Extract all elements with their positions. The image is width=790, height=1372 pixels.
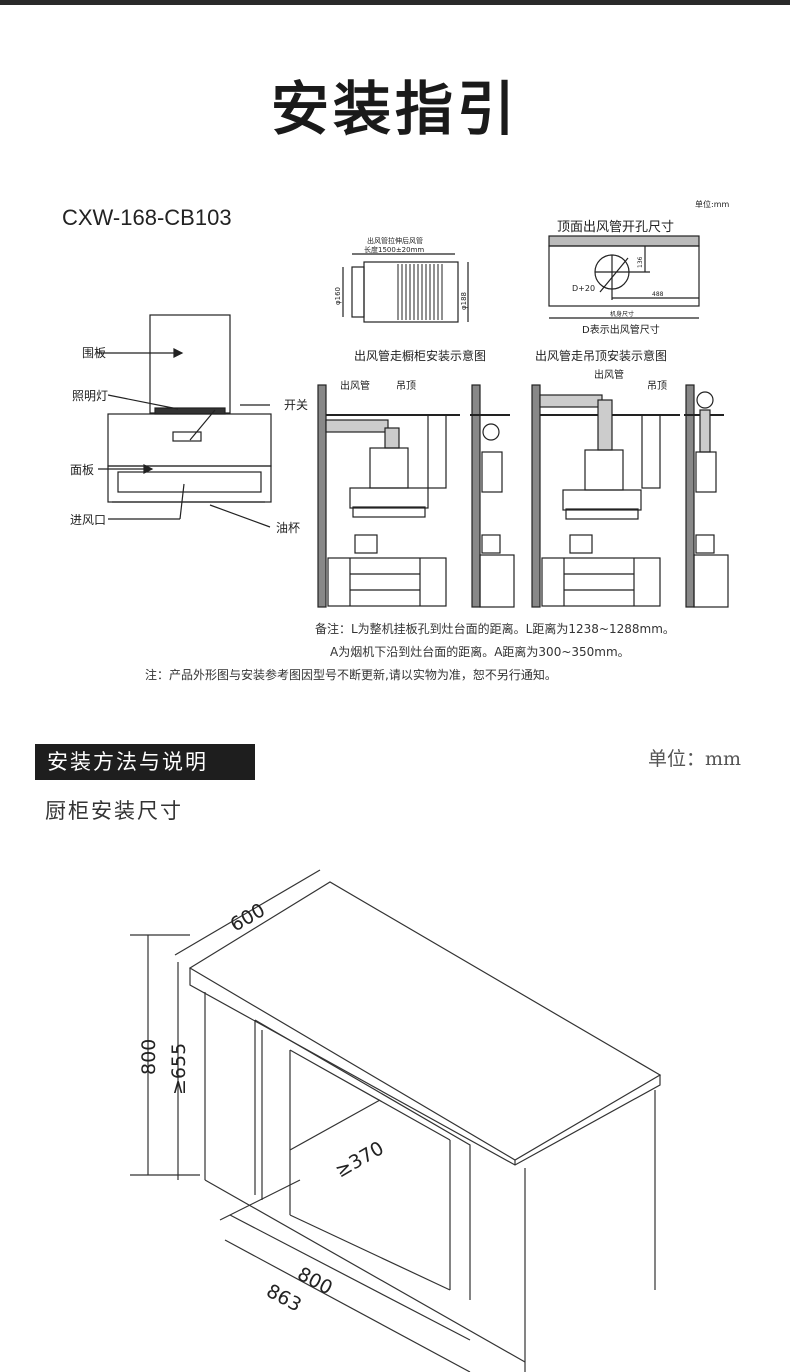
- ceiling-install-diagram: [531, 384, 729, 608]
- cabinet-ceiling-label: 吊顶: [396, 380, 416, 392]
- label-face-panel: 面板: [70, 463, 94, 477]
- label-light: 照明灯: [72, 389, 108, 403]
- dim-min-height: ≥655: [168, 1043, 190, 1095]
- duct-dia-left: φ160: [334, 287, 342, 305]
- ceiling-ceiling-label: 吊顶: [647, 380, 667, 392]
- dim-outer-width: 863: [263, 1280, 305, 1316]
- label-oil-cup: 油杯: [276, 521, 300, 535]
- section-header: 安装方法与说明: [35, 744, 255, 780]
- model-number: CXW-168-CB103: [62, 205, 232, 230]
- section-subtitle: 厨柜安装尺寸: [45, 799, 183, 823]
- top-hole-diagram: [548, 235, 700, 319]
- duct-dia-right: φ188: [460, 292, 468, 310]
- ceiling-duct-label: 出风管: [594, 368, 624, 381]
- note-line-2: A为烟机下沿到灶台面的距离。A距离为300~350mm。: [330, 645, 630, 659]
- note-line-1: 备注：L为整机挂板孔到灶台面的距离。L距离为1238~1288mm。: [315, 622, 675, 636]
- note-line-3: 注：产品外形图与安装参考图因型号不断更新,请以实物为准，恕不另行通知。: [145, 668, 557, 682]
- top-hole-dim-h: 488: [652, 291, 664, 298]
- cabinet-duct-label: 出风管: [340, 379, 370, 392]
- page-title: 安装指引: [270, 75, 519, 143]
- cabinet-install-title: 出风管走橱柜安装示意图: [354, 348, 486, 363]
- label-switch: 开关: [284, 398, 308, 412]
- kitchen-cabinet-drawing: [130, 869, 662, 1372]
- dim-depth: 600: [227, 899, 269, 936]
- label-panel-top: 围板: [82, 346, 106, 360]
- duct-caption-1: 出风管拉伸后风管: [367, 236, 423, 245]
- top-hole-caption: D表示出风管尺寸: [582, 323, 660, 336]
- section-unit: 单位：mm: [648, 748, 742, 770]
- range-hood-diagram: [97, 314, 272, 528]
- dim-min-depth: ≥370: [332, 1137, 388, 1182]
- ceiling-install-title: 出风管走吊顶安装示意图: [535, 348, 667, 363]
- top-hole-d: D+20: [572, 284, 595, 293]
- duct-unit: 单位:mm: [695, 199, 729, 209]
- duct-diagram: [342, 253, 469, 323]
- cabinet-install-diagram: [317, 384, 515, 608]
- top-hole-dim-v: 136: [637, 256, 644, 268]
- duct-caption-2: 长度1500±20mm: [364, 245, 424, 254]
- top-bar: [0, 0, 790, 5]
- dim-height: 800: [138, 1039, 160, 1075]
- top-hole-title: 顶面出风管开孔尺寸: [557, 220, 674, 235]
- top-hole-body-size: 机身尺寸: [610, 310, 634, 318]
- label-air-inlet: 进风口: [70, 513, 106, 527]
